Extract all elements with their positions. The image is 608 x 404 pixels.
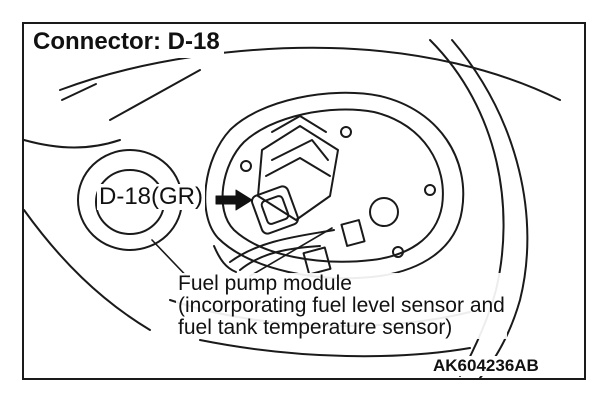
module-hole [369, 197, 399, 227]
tank-outline-right [451, 39, 529, 379]
component-label-line-2: (incorporating fuel level sensor and [178, 294, 505, 317]
connector-d18 [250, 185, 300, 235]
fuel-line-1 [229, 229, 335, 263]
callout-arrow-icon [215, 189, 253, 211]
component-label-line-1: Fuel pump module [178, 272, 352, 295]
pump-body [257, 125, 339, 221]
sensor-block [340, 219, 366, 247]
pump-detail-2 [265, 157, 331, 177]
terminal-block [302, 246, 332, 276]
tank-lower-curve-2 [199, 339, 471, 358]
tank-edge-line-2 [61, 83, 97, 101]
module-ring-outer [204, 91, 465, 280]
component-label: Fuel pump module (incorporating fuel lev… [176, 273, 507, 339]
tank-outline-left [23, 139, 121, 149]
fuel-line-3 [213, 245, 237, 273]
ring-bolt-4 [392, 246, 404, 258]
tank-outline-left-lower [23, 209, 151, 331]
pump-detail [271, 139, 329, 161]
tank-outline-right-inner [429, 39, 505, 377]
diagram-frame [22, 22, 586, 380]
connector-socket [260, 195, 290, 225]
component-label-line-3: fuel tank temperature sensor) [178, 316, 453, 339]
leader-line [249, 227, 333, 277]
module-ring-inner [221, 108, 444, 263]
tank-outline-upper [59, 46, 561, 101]
pump-top [271, 115, 327, 133]
fuel-line-2 [239, 245, 321, 271]
ring-bolt-3 [424, 184, 436, 196]
connector-callout-label: D-18(GR) [97, 183, 206, 210]
figure-code: AK604236AB [430, 356, 542, 376]
tank-edge-line [109, 69, 201, 121]
ring-bolt-1 [240, 160, 252, 172]
page-title: Connector: D-18 [31, 28, 224, 58]
ring-bolt-2 [340, 126, 352, 138]
